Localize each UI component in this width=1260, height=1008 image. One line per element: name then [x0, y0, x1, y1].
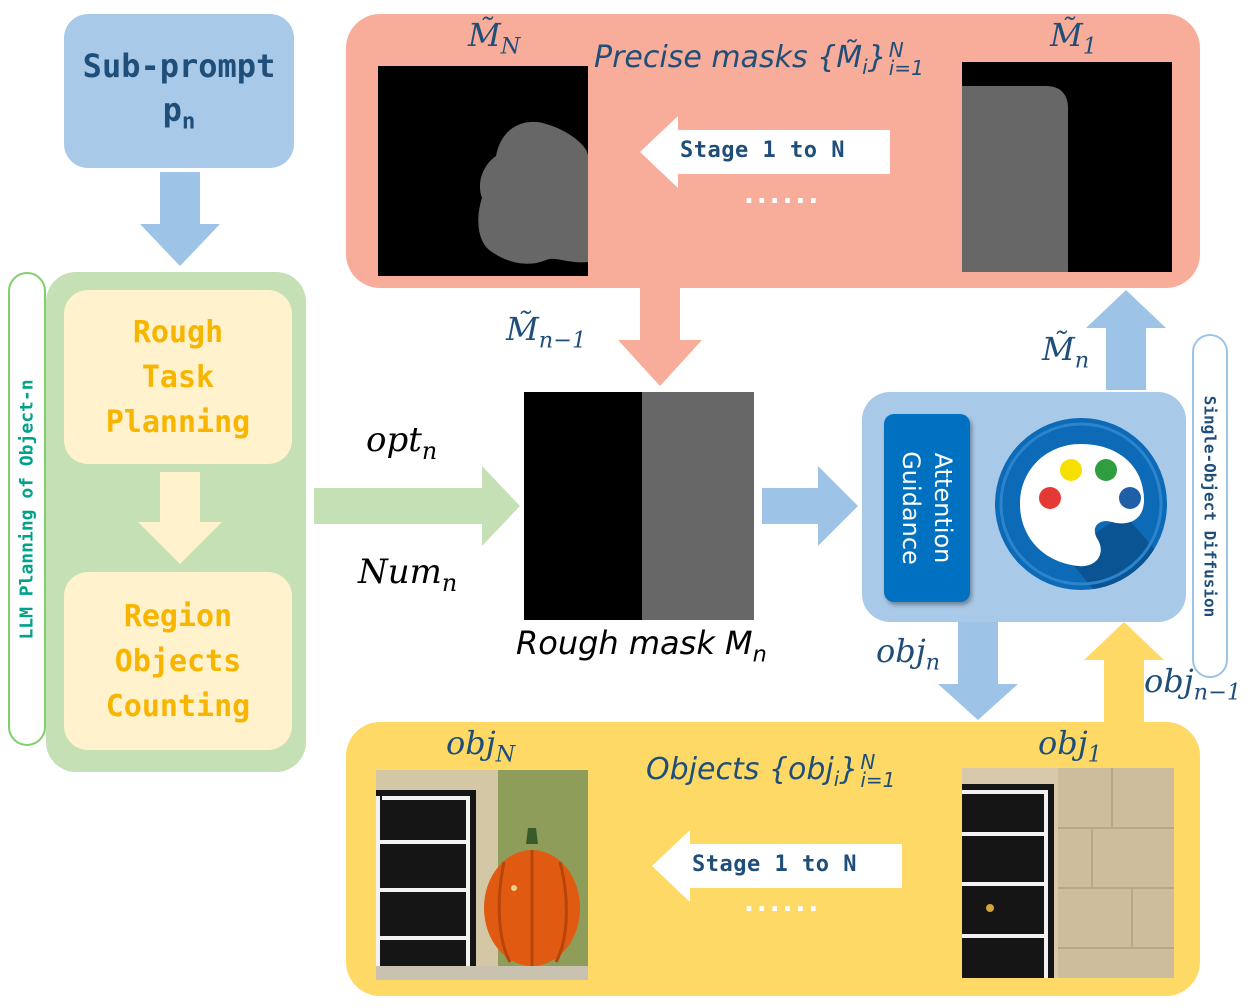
- diffusion-side-label: Single-Object Diffusion: [1192, 334, 1228, 678]
- obj-big-n-label-text: obj: [446, 724, 496, 762]
- arrow-diffusion-to-masks: [1086, 290, 1166, 390]
- m-n-label-sub: n: [1074, 347, 1090, 374]
- num-label-text: Num: [358, 552, 442, 592]
- m-n-label: M̃n: [1042, 330, 1089, 373]
- rough-mask-caption-sub: n: [752, 641, 767, 668]
- mask-n-label-sub: N: [500, 33, 521, 60]
- diffusion-side-text: Single-Object Diffusion: [1200, 395, 1220, 617]
- palette-icon: [995, 418, 1167, 590]
- object-n-image: [376, 770, 588, 980]
- obj-big-n-label-sub: N: [495, 741, 516, 768]
- attention-guidance-label: Attention Guidance: [897, 451, 958, 565]
- object-stage-dots: ......: [744, 888, 822, 918]
- mask-stage-arrow: [640, 116, 890, 188]
- object-stage-arrow: [652, 830, 902, 902]
- obj-1-label-text: obj: [1038, 724, 1088, 762]
- obj-prev-label-text: obj: [1144, 662, 1194, 700]
- arrow-objects-to-diffusion: [1084, 622, 1164, 722]
- objects-title-sub: i: [833, 767, 840, 791]
- mask-1-label-text: M̃: [1050, 16, 1083, 54]
- obj-n-label-sub: n: [925, 649, 941, 676]
- objects-title-sub2: i=1: [860, 767, 896, 792]
- mask-1-image: [962, 62, 1172, 272]
- region-objects-counting-box: Region Objects Counting: [64, 572, 292, 750]
- count-line-1: Region: [123, 598, 233, 634]
- arrow-planning-to-mask: [314, 466, 520, 546]
- obj-prev-label: objn−1: [1144, 662, 1241, 705]
- object-stage-label: Stage 1 to N: [692, 852, 857, 877]
- rough-mask-caption-text: Rough mask M: [516, 624, 753, 662]
- obj-1-label: obj1: [1038, 724, 1102, 767]
- subprompt-title: Sub-prompt: [82, 47, 276, 86]
- attention-guidance-box: Attention Guidance: [884, 414, 970, 602]
- arrow-diffusion-to-objects: [938, 622, 1018, 720]
- subprompt-symbol-p: p: [162, 91, 182, 130]
- rough-mask-image: [524, 392, 754, 620]
- obj-prev-label-sub: n−1: [1193, 679, 1242, 706]
- objects-title-text: Objects {obj: [646, 752, 834, 787]
- opt-label: optn: [366, 420, 437, 465]
- opt-label-text: opt: [366, 420, 422, 460]
- mask-1-label: M̃1: [1050, 16, 1097, 59]
- object-1-image: [962, 768, 1174, 978]
- m-prev-label: M̃n−1: [506, 310, 586, 353]
- llm-planning-side-text: LLM Planning of Object-n: [16, 378, 38, 640]
- task-line-1: Rough: [132, 314, 224, 350]
- mask-stage-dots: ......: [744, 180, 822, 210]
- subprompt-box: Sub-prompt pn: [64, 14, 294, 168]
- num-label-sub: n: [441, 568, 458, 597]
- arrow-rough-to-diffusion: [762, 466, 858, 546]
- mask-1-label-sub: 1: [1082, 33, 1098, 60]
- num-label: Numn: [358, 552, 457, 597]
- precise-masks-title-sub: i: [862, 55, 868, 79]
- rough-task-planning-box: Rough Task Planning: [64, 290, 292, 464]
- subprompt-symbol: pn: [163, 91, 196, 134]
- mask-n-label-text: M̃: [468, 16, 501, 54]
- opt-label-sub: n: [421, 436, 438, 465]
- m-n-label-text: M̃: [1042, 330, 1075, 368]
- llm-planning-side-label: LLM Planning of Object-n: [8, 272, 46, 746]
- precise-masks-title-sub2: i=1: [888, 55, 924, 80]
- arrow-subprompt-to-planning: [140, 172, 220, 266]
- obj-big-n-label: objN: [446, 724, 515, 767]
- mask-n-label: M̃N: [468, 16, 520, 59]
- obj-1-label-sub: 1: [1087, 741, 1102, 768]
- m-prev-label-sub: n−1: [538, 327, 587, 354]
- mask-stage-label: Stage 1 to N: [680, 138, 845, 163]
- rough-mask-caption: Rough mask Mn: [516, 624, 767, 667]
- subprompt-symbol-sub: n: [181, 108, 196, 135]
- arrow-task-to-count: [138, 472, 222, 564]
- precise-masks-title-sup: N: [888, 37, 904, 62]
- m-prev-label-text: M̃: [506, 310, 539, 348]
- mask-n-image: [378, 66, 588, 276]
- count-line-2: Objects: [114, 643, 242, 679]
- task-line-3: Planning: [105, 404, 251, 440]
- objects-title-sup: N: [860, 749, 876, 774]
- arrow-mask-prev-to-rough: [618, 286, 702, 386]
- obj-n-label: objn: [876, 632, 940, 675]
- precise-masks-title-text: Precise masks {M̃: [594, 40, 863, 75]
- count-line-3: Counting: [105, 688, 251, 724]
- obj-n-label-text: obj: [876, 632, 926, 670]
- task-line-2: Task: [141, 359, 215, 395]
